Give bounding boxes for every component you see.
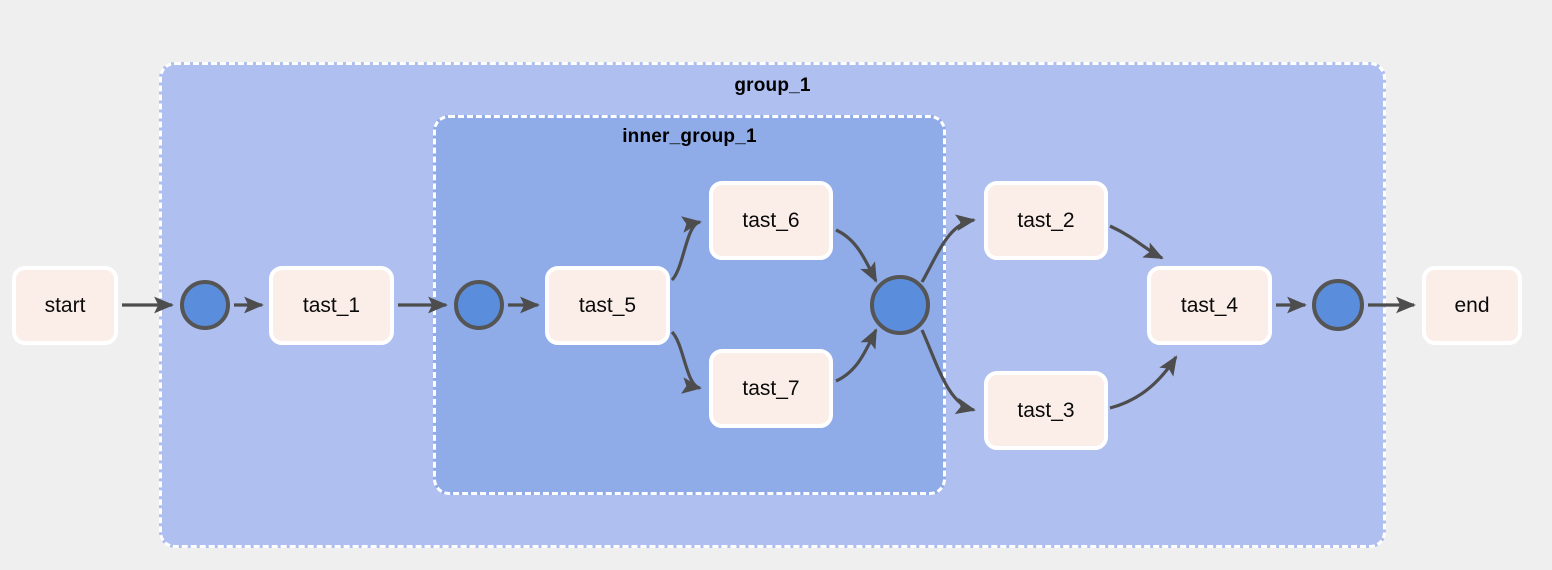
- task-node-label: tast_2: [1017, 208, 1075, 232]
- gateway-node-gw_2[interactable]: [454, 280, 504, 330]
- task-node-start[interactable]: start: [12, 266, 118, 345]
- gateway-node-gw_4[interactable]: [1312, 279, 1364, 331]
- task-node-label: start: [44, 293, 86, 317]
- group-label-inner_group_1: inner_group_1: [622, 126, 757, 147]
- task-node-end[interactable]: end: [1422, 266, 1522, 345]
- task-node-label: tast_5: [578, 293, 637, 317]
- task-node-tast_7[interactable]: tast_7: [709, 349, 833, 428]
- task-node-label: tast_3: [1017, 398, 1075, 422]
- gateway-node-gw_1[interactable]: [180, 280, 230, 330]
- task-node-tast_1[interactable]: tast_1: [269, 266, 394, 345]
- task-node-tast_2[interactable]: tast_2: [984, 181, 1108, 260]
- task-node-label: tast_4: [1180, 293, 1239, 317]
- gateway-node-gw_3[interactable]: [870, 275, 930, 335]
- task-node-tast_5[interactable]: tast_5: [545, 266, 670, 345]
- task-node-label: tast_1: [302, 293, 361, 317]
- task-node-tast_6[interactable]: tast_6: [709, 181, 833, 260]
- task-node-tast_4[interactable]: tast_4: [1147, 266, 1272, 345]
- task-node-label: tast_7: [742, 376, 800, 400]
- task-node-label: tast_6: [742, 208, 800, 232]
- group-label-group_1: group_1: [734, 75, 811, 96]
- task-node-tast_3[interactable]: tast_3: [984, 371, 1108, 450]
- task-node-label: end: [1454, 293, 1490, 317]
